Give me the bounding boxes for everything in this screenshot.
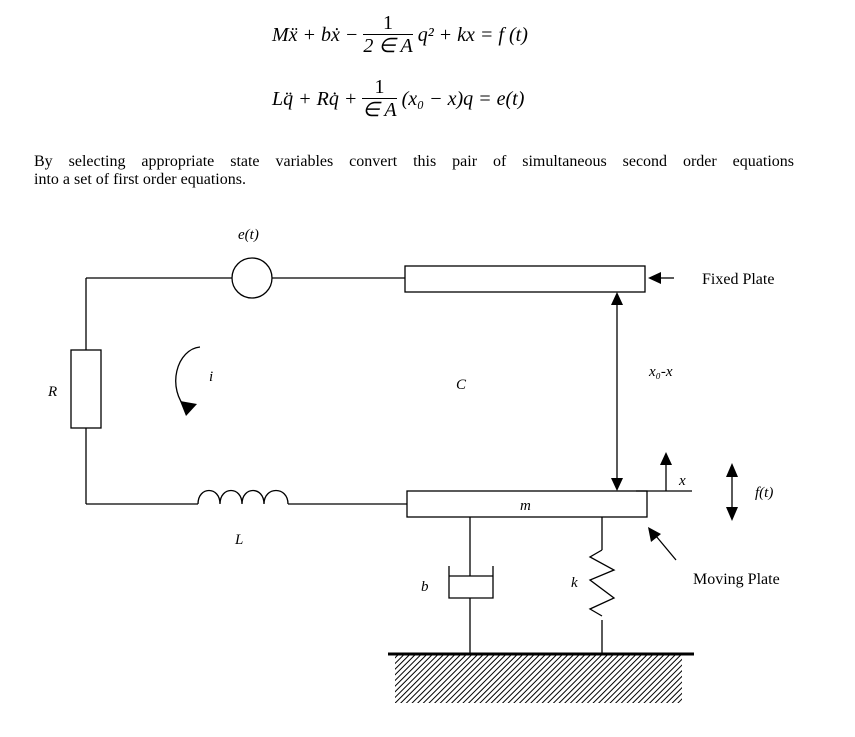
current-loop-arc <box>175 346 201 409</box>
label-displacement: x <box>678 473 686 489</box>
label-spring: k <box>571 575 578 591</box>
label-moving-plate: Moving Plate <box>693 571 780 588</box>
force-arrow-down-head <box>726 507 738 521</box>
eq1-frac-den: 2 ∈ A <box>363 35 413 57</box>
eq1-fraction: 1 2 ∈ A <box>363 12 413 57</box>
label-gap: x₀-x <box>648 364 673 380</box>
eq1-frac-num: 1 <box>363 12 413 35</box>
resistor-icon <box>70 349 102 429</box>
label-resistor: R <box>47 384 57 400</box>
current-arrow-head <box>180 401 197 416</box>
problem-statement-line2: into a set of first order equations. <box>34 171 246 188</box>
spring-icon <box>588 549 616 617</box>
eq2-frac-num: 1 <box>362 76 397 99</box>
eq2-frac-den: ∈ A <box>362 99 397 121</box>
voltage-source-icon <box>231 257 273 299</box>
gap-arrow-down-head <box>611 478 623 491</box>
label-capacitor: C <box>456 377 467 393</box>
problem-statement: By selecting appropriate state variables… <box>34 153 794 189</box>
label-force: f(t) <box>755 485 773 501</box>
label-current: i <box>209 369 213 385</box>
equation-mechanical: Mẍ + bẋ − 1 2 ∈ A q² + kx = f (t) <box>272 12 528 59</box>
eq2-lhs: Lq̈ + Rq̇ + <box>272 88 358 111</box>
damper-icon <box>448 566 494 599</box>
label-mass: m <box>520 498 531 514</box>
inductor-icon <box>197 489 289 505</box>
eq2-fraction: 1 ∈ A <box>362 76 397 121</box>
moving-plate-mass <box>406 490 648 518</box>
label-source: e(t) <box>238 227 259 243</box>
x-arrow-head <box>660 452 672 465</box>
moving-plate-pointer-head <box>648 527 661 542</box>
label-fixed-plate: Fixed Plate <box>702 271 774 288</box>
ground-hatch <box>395 655 682 703</box>
label-damper: b <box>421 579 429 595</box>
fixed-plate <box>404 265 646 293</box>
eq1-lhs: Mẍ + bẋ − <box>272 24 359 47</box>
eq1-rest: q² + kx = f (t) <box>417 24 528 47</box>
equation-electrical: Lq̈ + Rq̇ + 1 ∈ A (x₀ − x)q = e(t) <box>272 76 525 123</box>
eq2-rest: (x₀ − x)q = e(t) <box>401 88 525 111</box>
label-inductor: L <box>234 532 243 548</box>
gap-arrow-up-head <box>611 292 623 305</box>
fixed-plate-pointer-head <box>648 272 661 284</box>
problem-statement-line1: By selecting appropriate state variables… <box>34 153 794 170</box>
force-arrow-up-head <box>726 463 738 477</box>
moving-plate-pointer-line <box>655 535 677 561</box>
